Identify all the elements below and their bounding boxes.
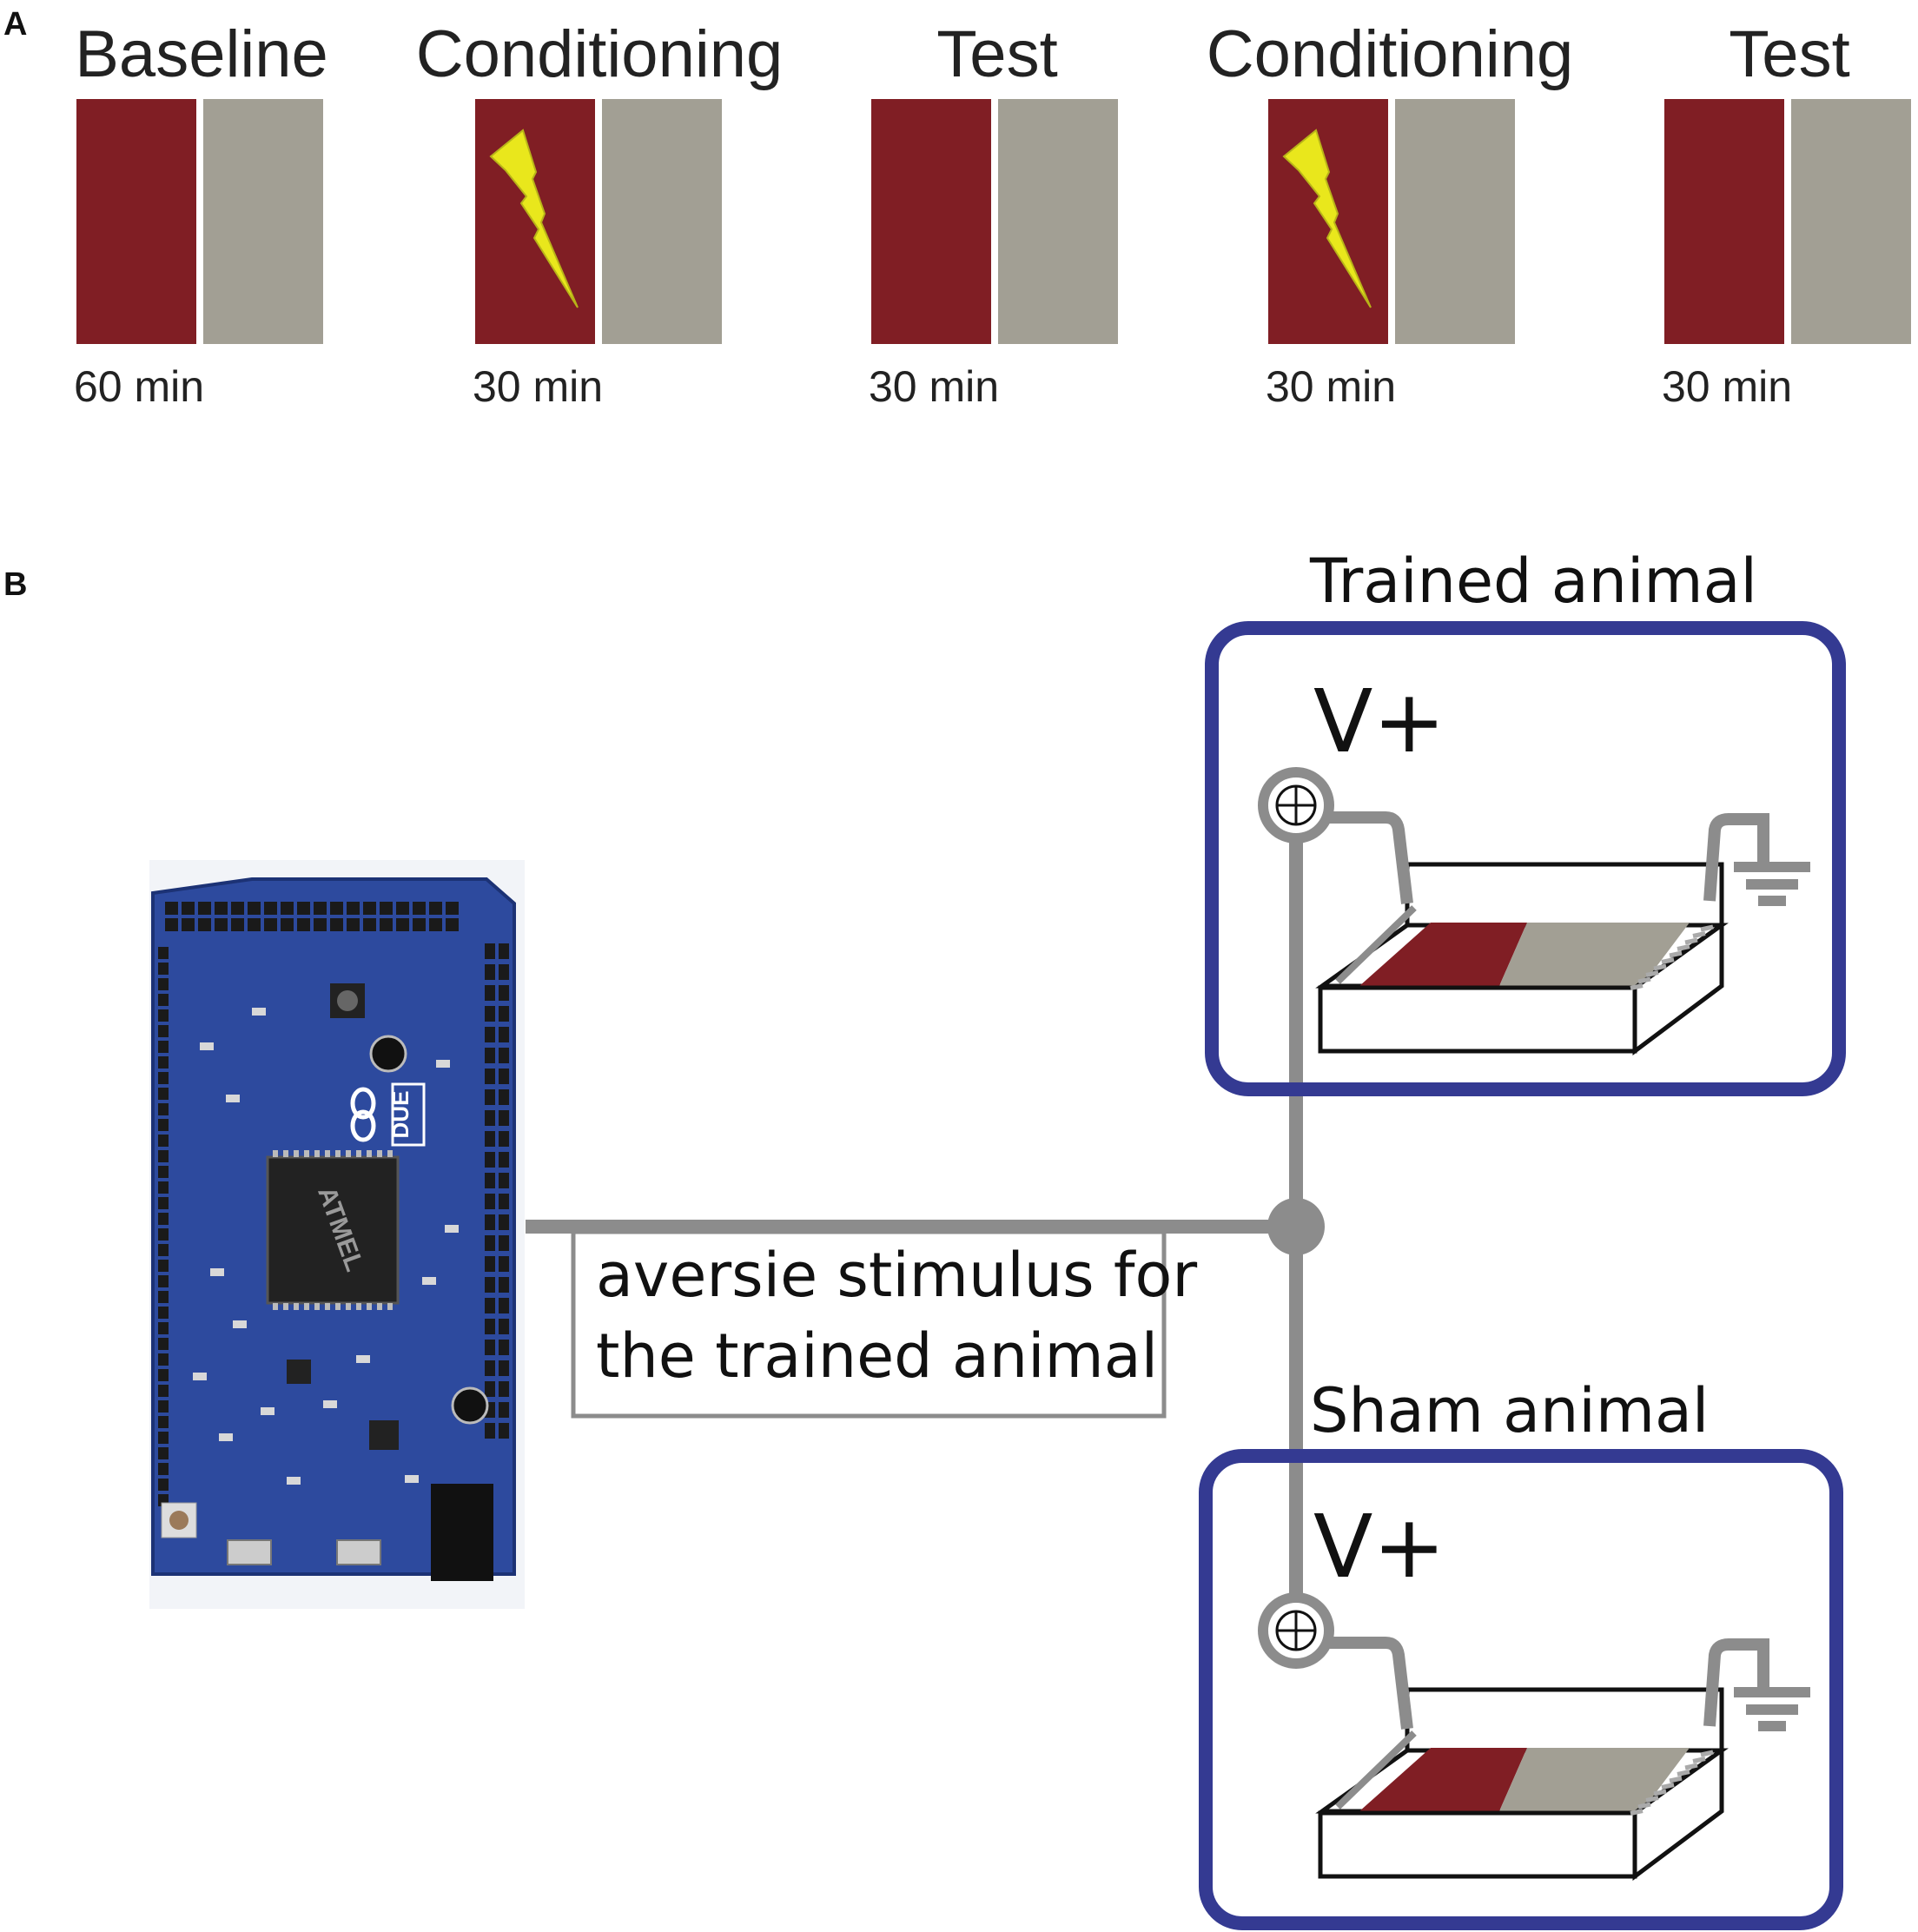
sham-animal-setup: V+: [1199, 1449, 1843, 1930]
header-pin: [429, 918, 442, 931]
header-pin: [264, 902, 277, 915]
wiring: [526, 830, 1303, 1607]
arduino-logo-icon: [350, 1087, 376, 1120]
shuttle-box-chamber: [1315, 1687, 1729, 1881]
phase-title: Conditioning: [1207, 17, 1574, 91]
phase-2: Conditioning 30 min: [416, 17, 784, 411]
red-compartment: [1664, 99, 1784, 344]
header-pin: [215, 902, 228, 915]
stimulus-label-box: aversie stimulus for the trained animal: [571, 1229, 1197, 1419]
usb-port: [336, 1539, 381, 1565]
header-pin: [413, 902, 426, 915]
positive-terminal-icon: [1258, 1592, 1334, 1669]
header-pin: [165, 902, 178, 915]
header-pin: [264, 918, 277, 931]
gray-compartment: [203, 99, 323, 344]
capacitor: [369, 1035, 407, 1073]
ground-icon: [1734, 1687, 1810, 1731]
gray-compartment: [1395, 99, 1515, 344]
trained-animal-setup: V+: [1205, 621, 1846, 1096]
red-floor: [1359, 923, 1527, 986]
trained-animal-label: Trained animal: [1309, 546, 1757, 617]
header-pin: [347, 918, 360, 931]
header-pin: [363, 918, 376, 931]
header-pin: [231, 902, 244, 915]
gray-compartment: [1791, 99, 1911, 344]
header-pin: [182, 902, 195, 915]
microcontroller-chip: [266, 1155, 400, 1305]
shock-bolt-icon: [1282, 129, 1372, 308]
vplus-label: V+: [1313, 1496, 1445, 1598]
usb-port: [227, 1539, 272, 1565]
phase-title: Baseline: [75, 17, 328, 91]
phase-5: Test 30 min: [1662, 17, 1911, 411]
header-pin: [281, 918, 294, 931]
header-pin: [330, 918, 343, 931]
phase-title: Test: [1729, 17, 1849, 91]
red-compartment: [76, 99, 196, 344]
header-pin: [165, 918, 178, 931]
header-pin: [413, 918, 426, 931]
header-pin: [297, 902, 310, 915]
phase-duration: 30 min: [473, 362, 603, 411]
capacitor: [451, 1386, 489, 1425]
phase-title: Test: [936, 17, 1057, 91]
gray-compartment: [998, 99, 1118, 344]
vplus-label: V+: [1313, 671, 1445, 772]
stimulus-label-line2: the trained animal: [596, 1320, 1158, 1392]
header-pin: [314, 918, 327, 931]
gray-floor: [1499, 1748, 1690, 1811]
red-compartment: [871, 99, 991, 344]
header-pin: [446, 902, 459, 915]
header-pin: [198, 918, 211, 931]
header-pin: [347, 902, 360, 915]
header-pin: [248, 918, 261, 931]
ground-icon: [1734, 862, 1810, 906]
gray-floor: [1499, 923, 1690, 986]
positive-terminal-icon: [1258, 767, 1334, 844]
header-pin: [380, 918, 393, 931]
shuttle-box-chamber: [1315, 862, 1729, 1055]
panel-a-letter: A: [3, 6, 27, 43]
phase-title: Conditioning: [416, 17, 784, 91]
board-name: DUE: [387, 1091, 413, 1139]
phase-duration: 60 min: [74, 362, 204, 411]
header-pin: [231, 918, 244, 931]
phase-4: Conditioning 30 min: [1207, 17, 1574, 411]
power-jack: [431, 1484, 493, 1581]
phase-3: Test 30 min: [869, 17, 1118, 411]
sham-animal-label: Sham animal: [1310, 1375, 1709, 1446]
stimulus-label-line1: aversie stimulus for: [596, 1240, 1197, 1311]
header-pin: [297, 918, 310, 931]
junction-node: [1267, 1198, 1325, 1255]
enclosure: [1205, 621, 1846, 1096]
phase-1: Baseline 60 min: [74, 17, 328, 411]
header-pin: [198, 902, 211, 915]
header-pin: [330, 902, 343, 915]
phase-duration: 30 min: [1662, 362, 1792, 411]
header-pin: [363, 902, 376, 915]
phase-timeline: Baseline 60 min Conditioning 30 min Test 30 m…: [74, 17, 1911, 411]
header-pin: [446, 918, 459, 931]
header-pin: [215, 918, 228, 931]
gray-compartment: [602, 99, 722, 344]
panel-b-letter: B: [3, 566, 27, 603]
phase-duration: 30 min: [1266, 362, 1396, 411]
header-pin: [314, 902, 327, 915]
enclosure: [1199, 1449, 1843, 1930]
header-pin: [281, 902, 294, 915]
phase-duration: 30 min: [869, 362, 999, 411]
header-pin: [396, 918, 409, 931]
shock-bolt-icon: [489, 129, 579, 308]
red-floor: [1359, 1748, 1527, 1811]
header-pin: [182, 918, 195, 931]
header-pin: [248, 902, 261, 915]
header-pin: [380, 902, 393, 915]
header-pin: [396, 902, 409, 915]
header-pin: [429, 902, 442, 915]
